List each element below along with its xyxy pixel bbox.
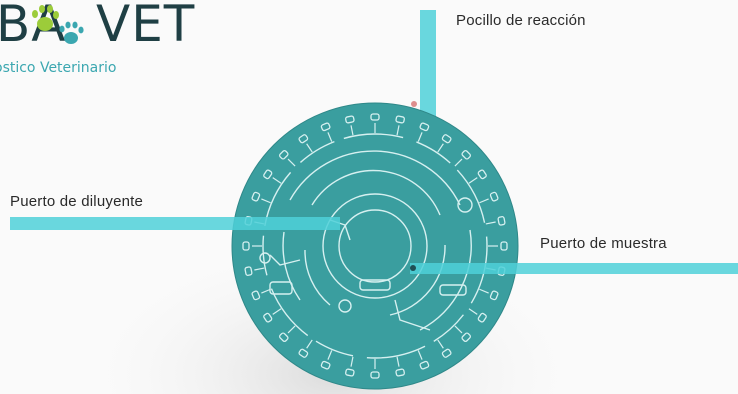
reaction-well — [320, 360, 331, 370]
radial-channel — [396, 125, 400, 136]
radial-channel — [350, 125, 354, 136]
paw-print-icon — [32, 5, 84, 44]
radial-channel — [254, 267, 265, 271]
radial-channel — [468, 177, 478, 184]
logo-text-right: VET — [96, 0, 196, 53]
reaction-well — [279, 332, 289, 342]
radial-channel — [454, 158, 463, 167]
radial-channel — [287, 325, 296, 334]
reaction-well — [500, 241, 508, 251]
logo-tagline: ostico Veterinario — [0, 60, 117, 76]
reaction-well — [497, 216, 506, 226]
channel-rings — [259, 133, 488, 359]
reaction-well — [263, 169, 273, 180]
radial-channel — [287, 158, 296, 167]
radial-channel — [437, 339, 444, 349]
reaction-well — [298, 348, 309, 358]
reaction-well — [461, 332, 471, 342]
radial-channel — [261, 288, 271, 294]
radial-channel — [261, 198, 271, 204]
reaction-well — [441, 134, 452, 144]
radial-channel — [417, 132, 423, 142]
reaction-well — [419, 122, 430, 132]
radial-channel — [479, 198, 489, 204]
radial-channel — [272, 308, 282, 315]
reaction-well — [345, 115, 355, 124]
reaction-well — [298, 134, 309, 144]
label-diluent-port: Puerto de diluyente — [10, 193, 144, 210]
reaction-well — [461, 150, 471, 160]
leader-line-reaction — [420, 10, 436, 120]
reaction-well — [251, 191, 261, 202]
reaction-well — [320, 122, 331, 132]
leader-line-sample — [410, 263, 738, 274]
reaction-well — [477, 169, 487, 180]
reaction-well-marker — [411, 101, 417, 107]
radial-channel — [327, 132, 333, 142]
reaction-well — [244, 266, 253, 276]
rotor-disc — [232, 103, 518, 389]
reaction-well — [242, 241, 250, 251]
radial-channel — [417, 350, 423, 360]
reaction-wells — [242, 113, 508, 379]
radial-channel — [350, 356, 354, 367]
reaction-well — [345, 368, 355, 377]
reaction-well — [370, 371, 380, 379]
reaction-well — [279, 150, 289, 160]
reaction-well — [441, 348, 452, 358]
radial-channel — [327, 350, 333, 360]
radial-channel — [454, 325, 463, 334]
reaction-well — [395, 368, 405, 377]
reaction-well — [419, 360, 430, 370]
label-reaction-well: Pocillo de reacción — [456, 12, 586, 29]
label-sample-port: Puerto de muestra — [540, 235, 667, 252]
radial-channel — [306, 339, 313, 349]
reaction-well — [395, 115, 405, 124]
reaction-well — [263, 312, 273, 323]
radial-channel — [468, 308, 478, 315]
radial-channel — [437, 143, 444, 153]
radial-channel — [396, 356, 400, 367]
radial-channel — [272, 177, 282, 184]
leader-line-diluent — [10, 217, 340, 230]
sample-port-marker — [410, 265, 416, 271]
reaction-well — [489, 191, 499, 202]
reaction-well — [489, 290, 499, 301]
reaction-well — [251, 290, 261, 301]
radial-channel — [479, 288, 489, 294]
radial-channel — [306, 143, 313, 153]
reaction-well — [370, 113, 380, 121]
reaction-well — [477, 312, 487, 323]
radial-channel — [485, 221, 496, 225]
